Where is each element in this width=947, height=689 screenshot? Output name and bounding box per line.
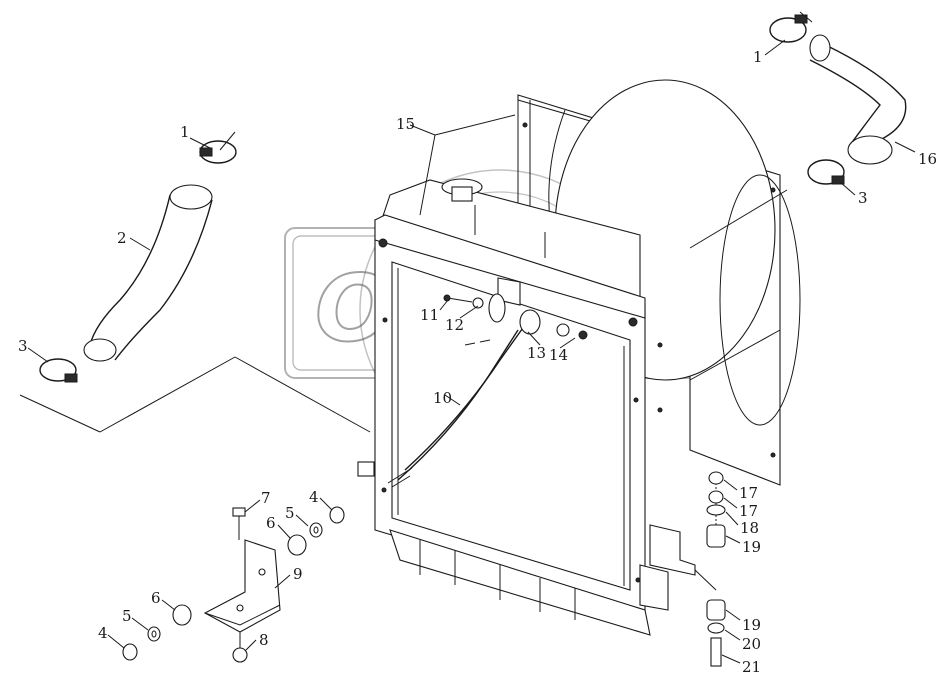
- callout-5a: 5: [285, 504, 295, 522]
- callout-6b: 6: [151, 589, 161, 607]
- upper-hose: [809, 34, 907, 165]
- callout-19b: 19: [742, 616, 761, 634]
- hose-clamp-3b: [807, 159, 845, 185]
- callout-10: 10: [433, 389, 452, 407]
- callout-12: 12: [445, 316, 464, 334]
- callout-18: 18: [740, 519, 759, 537]
- leader-lines: [19, 39, 916, 664]
- callout-1a: 1: [180, 123, 190, 141]
- callout-15: 15: [396, 115, 415, 133]
- stay-rod: [387, 309, 541, 488]
- nut-4a: [329, 506, 345, 524]
- hose-clamp-1a: [199, 131, 237, 164]
- callout-13: 13: [527, 344, 546, 362]
- left-mount-bracket: [203, 539, 281, 633]
- callout-17a: 17: [739, 484, 758, 502]
- callout-3a: 3: [18, 337, 28, 355]
- callout-9: 9: [293, 565, 303, 583]
- callout-14: 14: [549, 346, 568, 364]
- callout-4a: 4: [309, 488, 319, 506]
- bolt-7: [232, 507, 246, 540]
- callout-2: 2: [117, 229, 127, 247]
- callout-1b: 1: [753, 48, 763, 66]
- bushing-6b: [172, 604, 192, 626]
- callout-19a: 19: [742, 538, 761, 556]
- radiator-assembly: [357, 178, 696, 636]
- washer-5a: [309, 522, 323, 538]
- callout-6a: 6: [266, 514, 276, 532]
- callout-4b: 4: [98, 624, 108, 642]
- callout-8: 8: [259, 631, 269, 649]
- callout-20: 20: [742, 635, 761, 653]
- callout-17b: 17: [739, 502, 758, 520]
- bushing-6a: [287, 534, 307, 556]
- callout-labels: 1 2 3 1 16 3 15 11 12 13 14 10 7 5 4 6 9…: [18, 48, 937, 676]
- callout-16: 16: [918, 150, 937, 168]
- callout-3b: 3: [858, 189, 868, 207]
- callout-7: 7: [261, 489, 271, 507]
- nut-8: [232, 632, 248, 663]
- upper-bracket-hardware: [443, 293, 588, 346]
- hose-clamp-1b: [769, 11, 813, 43]
- washer-5b: [147, 626, 161, 642]
- right-mount-stack: [694, 471, 726, 667]
- hose-clamp-3a: [39, 358, 78, 383]
- nut-4b: [122, 643, 138, 661]
- callout-21: 21: [742, 658, 761, 676]
- callout-5b: 5: [122, 607, 132, 625]
- lower-hose: [83, 184, 213, 362]
- callout-11: 11: [420, 306, 439, 324]
